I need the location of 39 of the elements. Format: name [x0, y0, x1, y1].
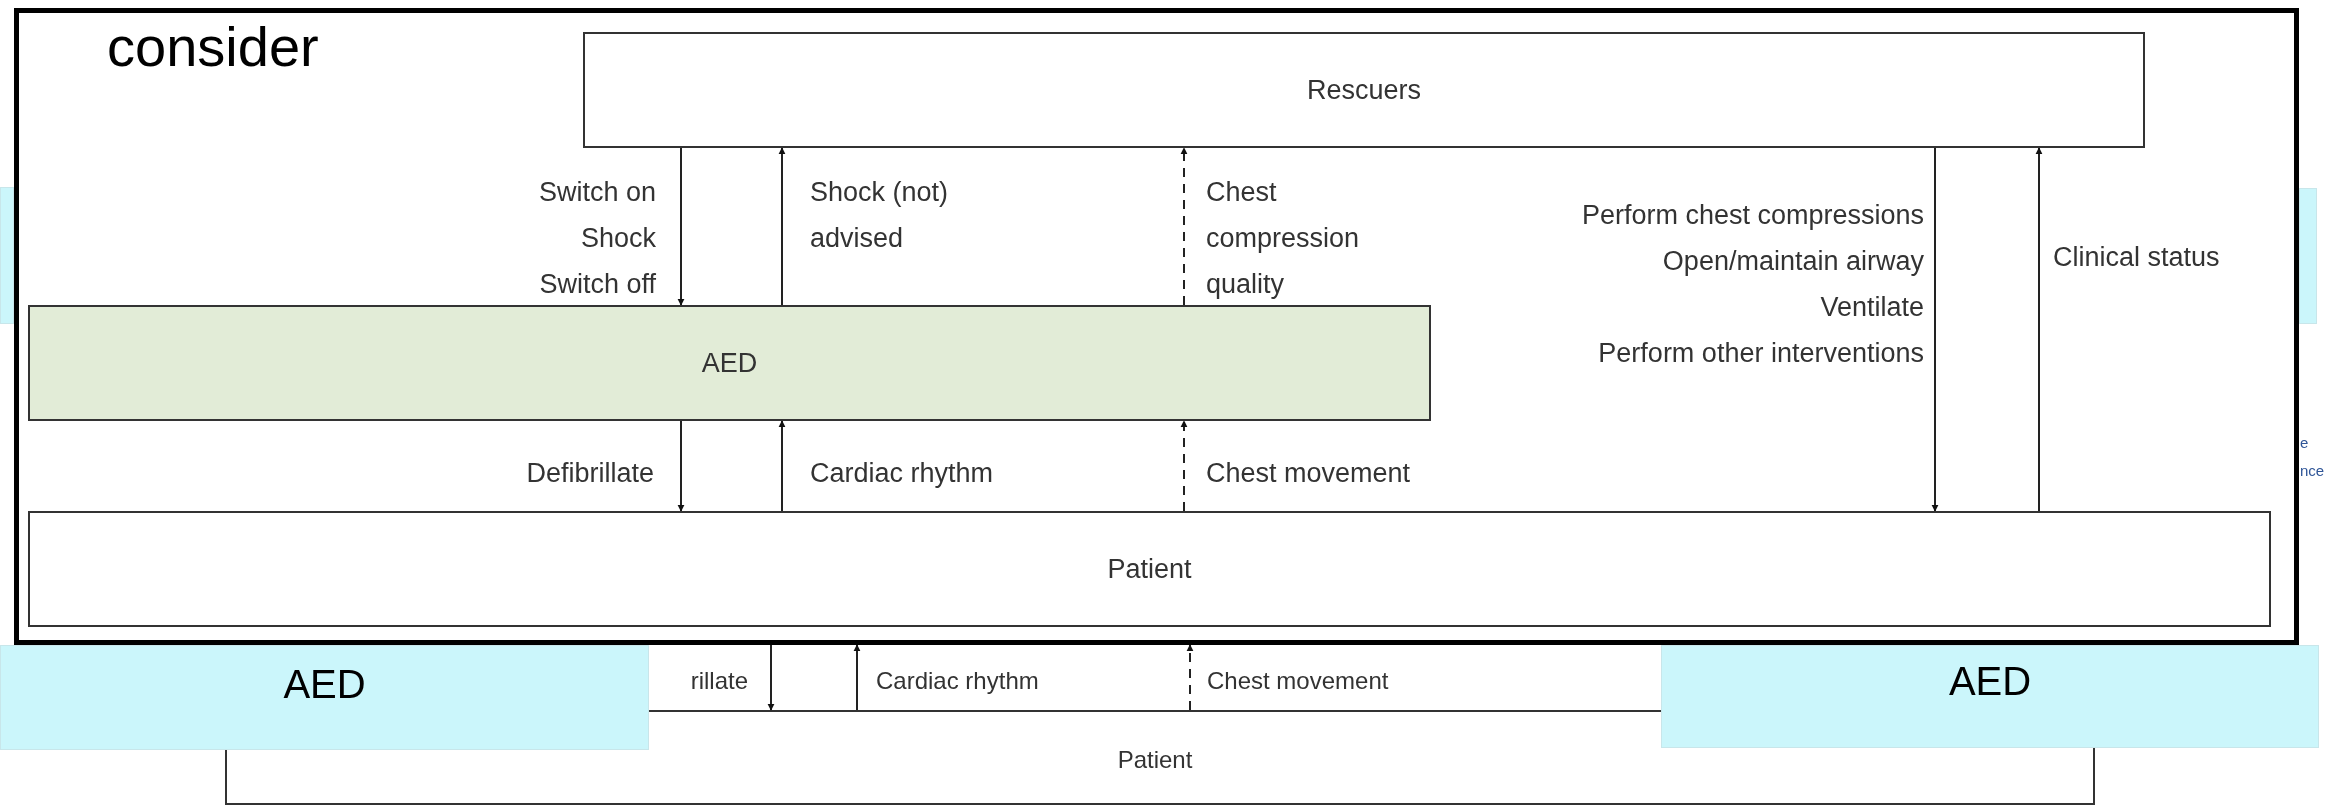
- frame-heading: consider: [107, 14, 319, 80]
- box-label: AED: [283, 660, 366, 708]
- text-fragment: nce: [2300, 462, 2325, 479]
- diagram-frame: [14, 8, 2299, 645]
- empty-box: [0, 187, 14, 324]
- process-box: [28, 511, 2271, 627]
- arrow: [778, 420, 786, 512]
- arrow: [767, 644, 775, 711]
- edge-label: Shock (not) advised: [810, 176, 949, 255]
- process-box: [28, 305, 1431, 421]
- box-label: Patient: [1107, 552, 1192, 586]
- callout-box: [0, 645, 649, 750]
- process-box: [583, 32, 2145, 148]
- box-label: AED: [1948, 657, 2032, 705]
- arrow: [853, 644, 861, 711]
- arrow: [677, 420, 685, 512]
- arrow: [1180, 147, 1188, 306]
- edge-label: Chest movement: [1206, 457, 1411, 490]
- empty-box: [2299, 188, 2317, 324]
- edge-label: rillate: [690, 666, 748, 696]
- arrow: [1186, 644, 1194, 711]
- edge-label: Chest movement: [1207, 666, 1389, 696]
- edge-label: Chest compression quality: [1206, 176, 1360, 301]
- edge-label: Perform chest compressions Open/maintain airway Ventilate Perform other interventions: [1581, 199, 1924, 370]
- callout-box: [1661, 645, 2319, 748]
- arrow: [2035, 147, 2043, 512]
- arrow: [1931, 147, 1939, 512]
- box-label: Patient: [1117, 745, 1193, 774]
- arrow: [778, 147, 786, 306]
- text-fragment: e: [2300, 434, 2309, 451]
- arrow: [677, 147, 685, 306]
- edge-label: Switch on Shock Switch off: [538, 176, 656, 301]
- edge-label: Cardiac rhythm: [876, 666, 1039, 696]
- box-label: Rescuers: [1307, 73, 1421, 107]
- edge-label: Defibrillate: [526, 457, 654, 490]
- arrow: [1180, 420, 1188, 512]
- edge-label: Clinical status: [2053, 241, 2220, 274]
- box-label: AED: [701, 346, 758, 380]
- edge-label: Cardiac rhythm: [810, 457, 994, 490]
